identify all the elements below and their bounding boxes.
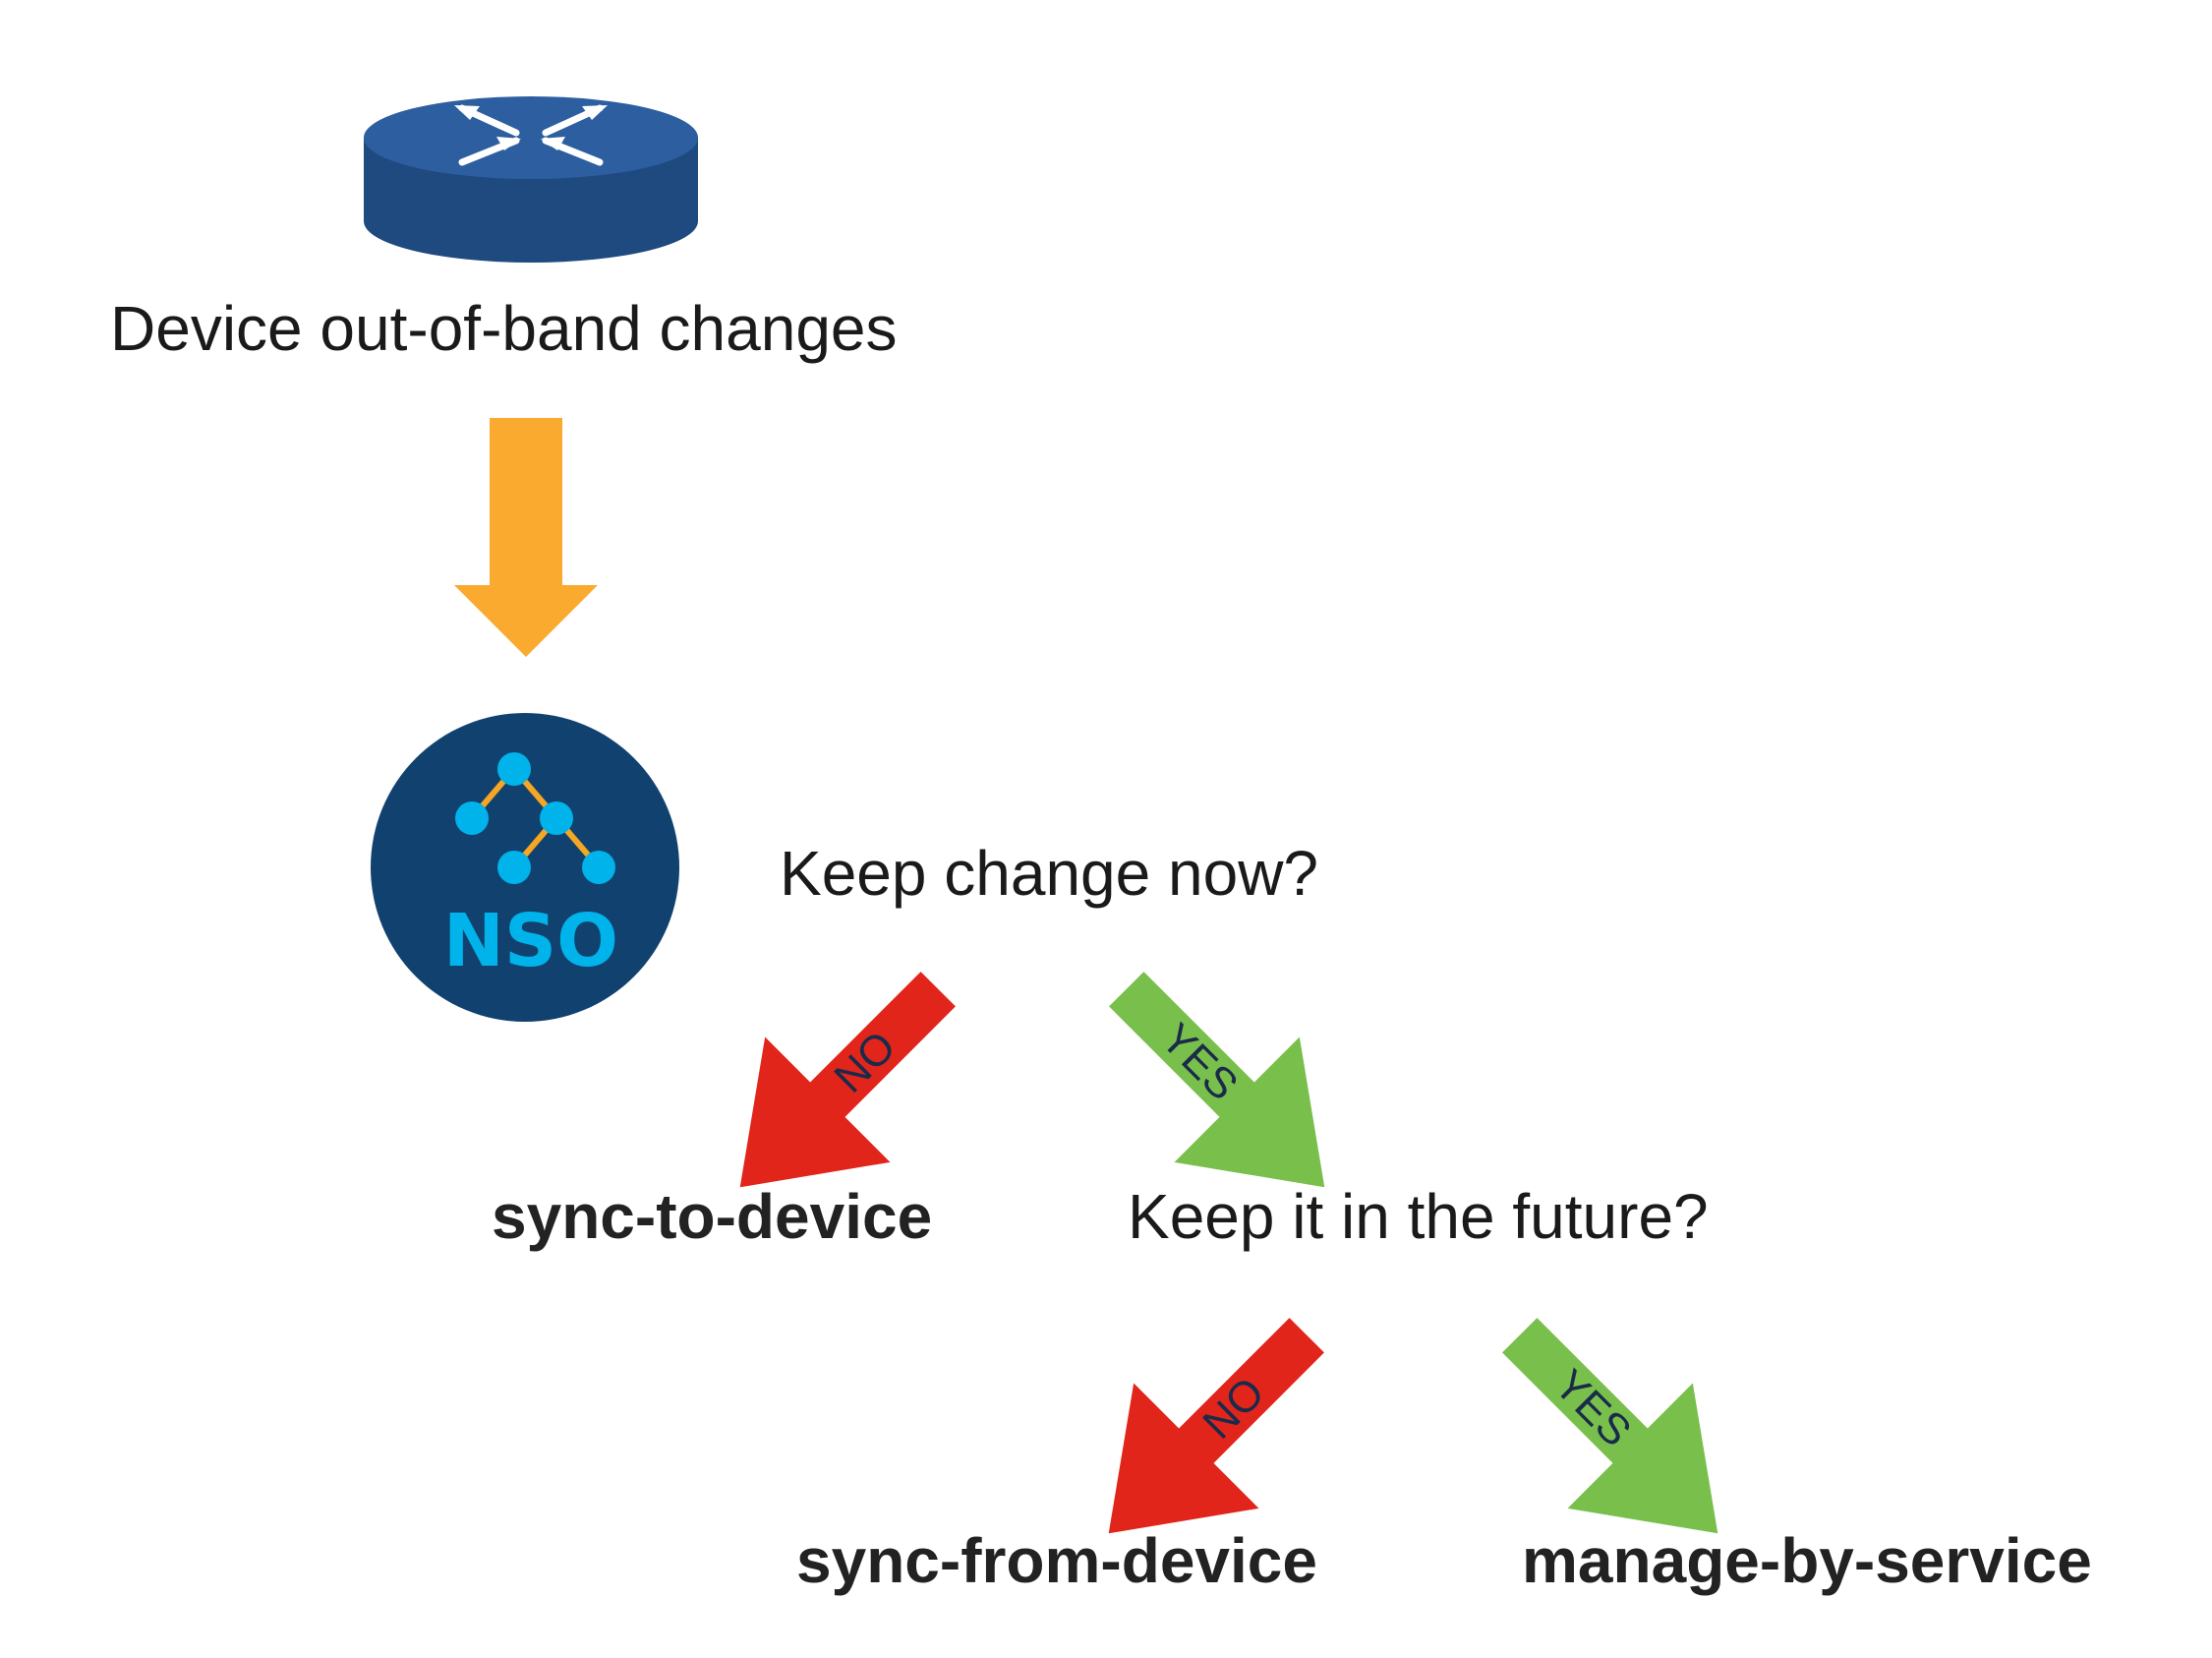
sync-to-device-label: sync-to-device: [492, 1181, 933, 1252]
sync-from-device-label: sync-from-device: [796, 1525, 1317, 1596]
manage-by-service-label: manage-by-service: [1522, 1525, 2092, 1596]
nso-logo-icon: NSO: [371, 713, 679, 1022]
nso-logo-text: NSO: [443, 899, 618, 983]
router-icon: [364, 96, 698, 263]
question-future-label: Keep it in the future?: [1128, 1181, 1709, 1252]
device-changes-label: Device out-of-band changes: [110, 293, 898, 364]
down-arrow-icon: [454, 418, 598, 657]
question-now-label: Keep change now?: [780, 838, 1318, 909]
